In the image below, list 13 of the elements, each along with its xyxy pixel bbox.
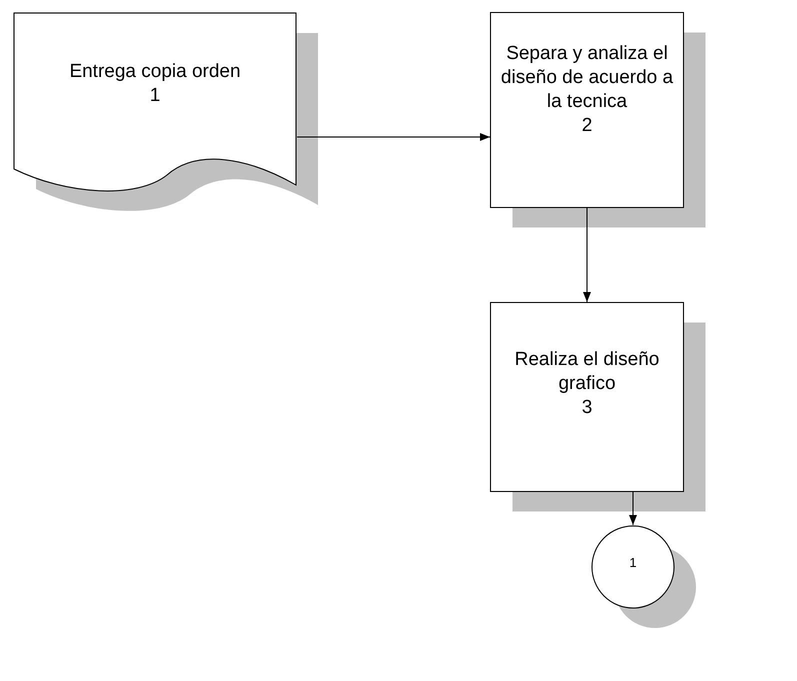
connector-circle xyxy=(591,525,675,609)
arrow xyxy=(583,208,591,302)
arrow xyxy=(296,133,490,141)
process-box xyxy=(490,302,684,492)
step-text: Entrega copia orden xyxy=(69,60,241,84)
step-number: 2 xyxy=(582,114,592,138)
step-number: 1 xyxy=(150,84,160,108)
process-box xyxy=(490,12,684,208)
step-number: 1 xyxy=(629,554,637,572)
arrow xyxy=(629,492,637,526)
step-text: Realiza el diseño grafico xyxy=(514,348,660,396)
step-text: Separa y analiza el diseño de acuerdo a la tecnica xyxy=(500,42,674,114)
step-number: 3 xyxy=(582,396,592,420)
